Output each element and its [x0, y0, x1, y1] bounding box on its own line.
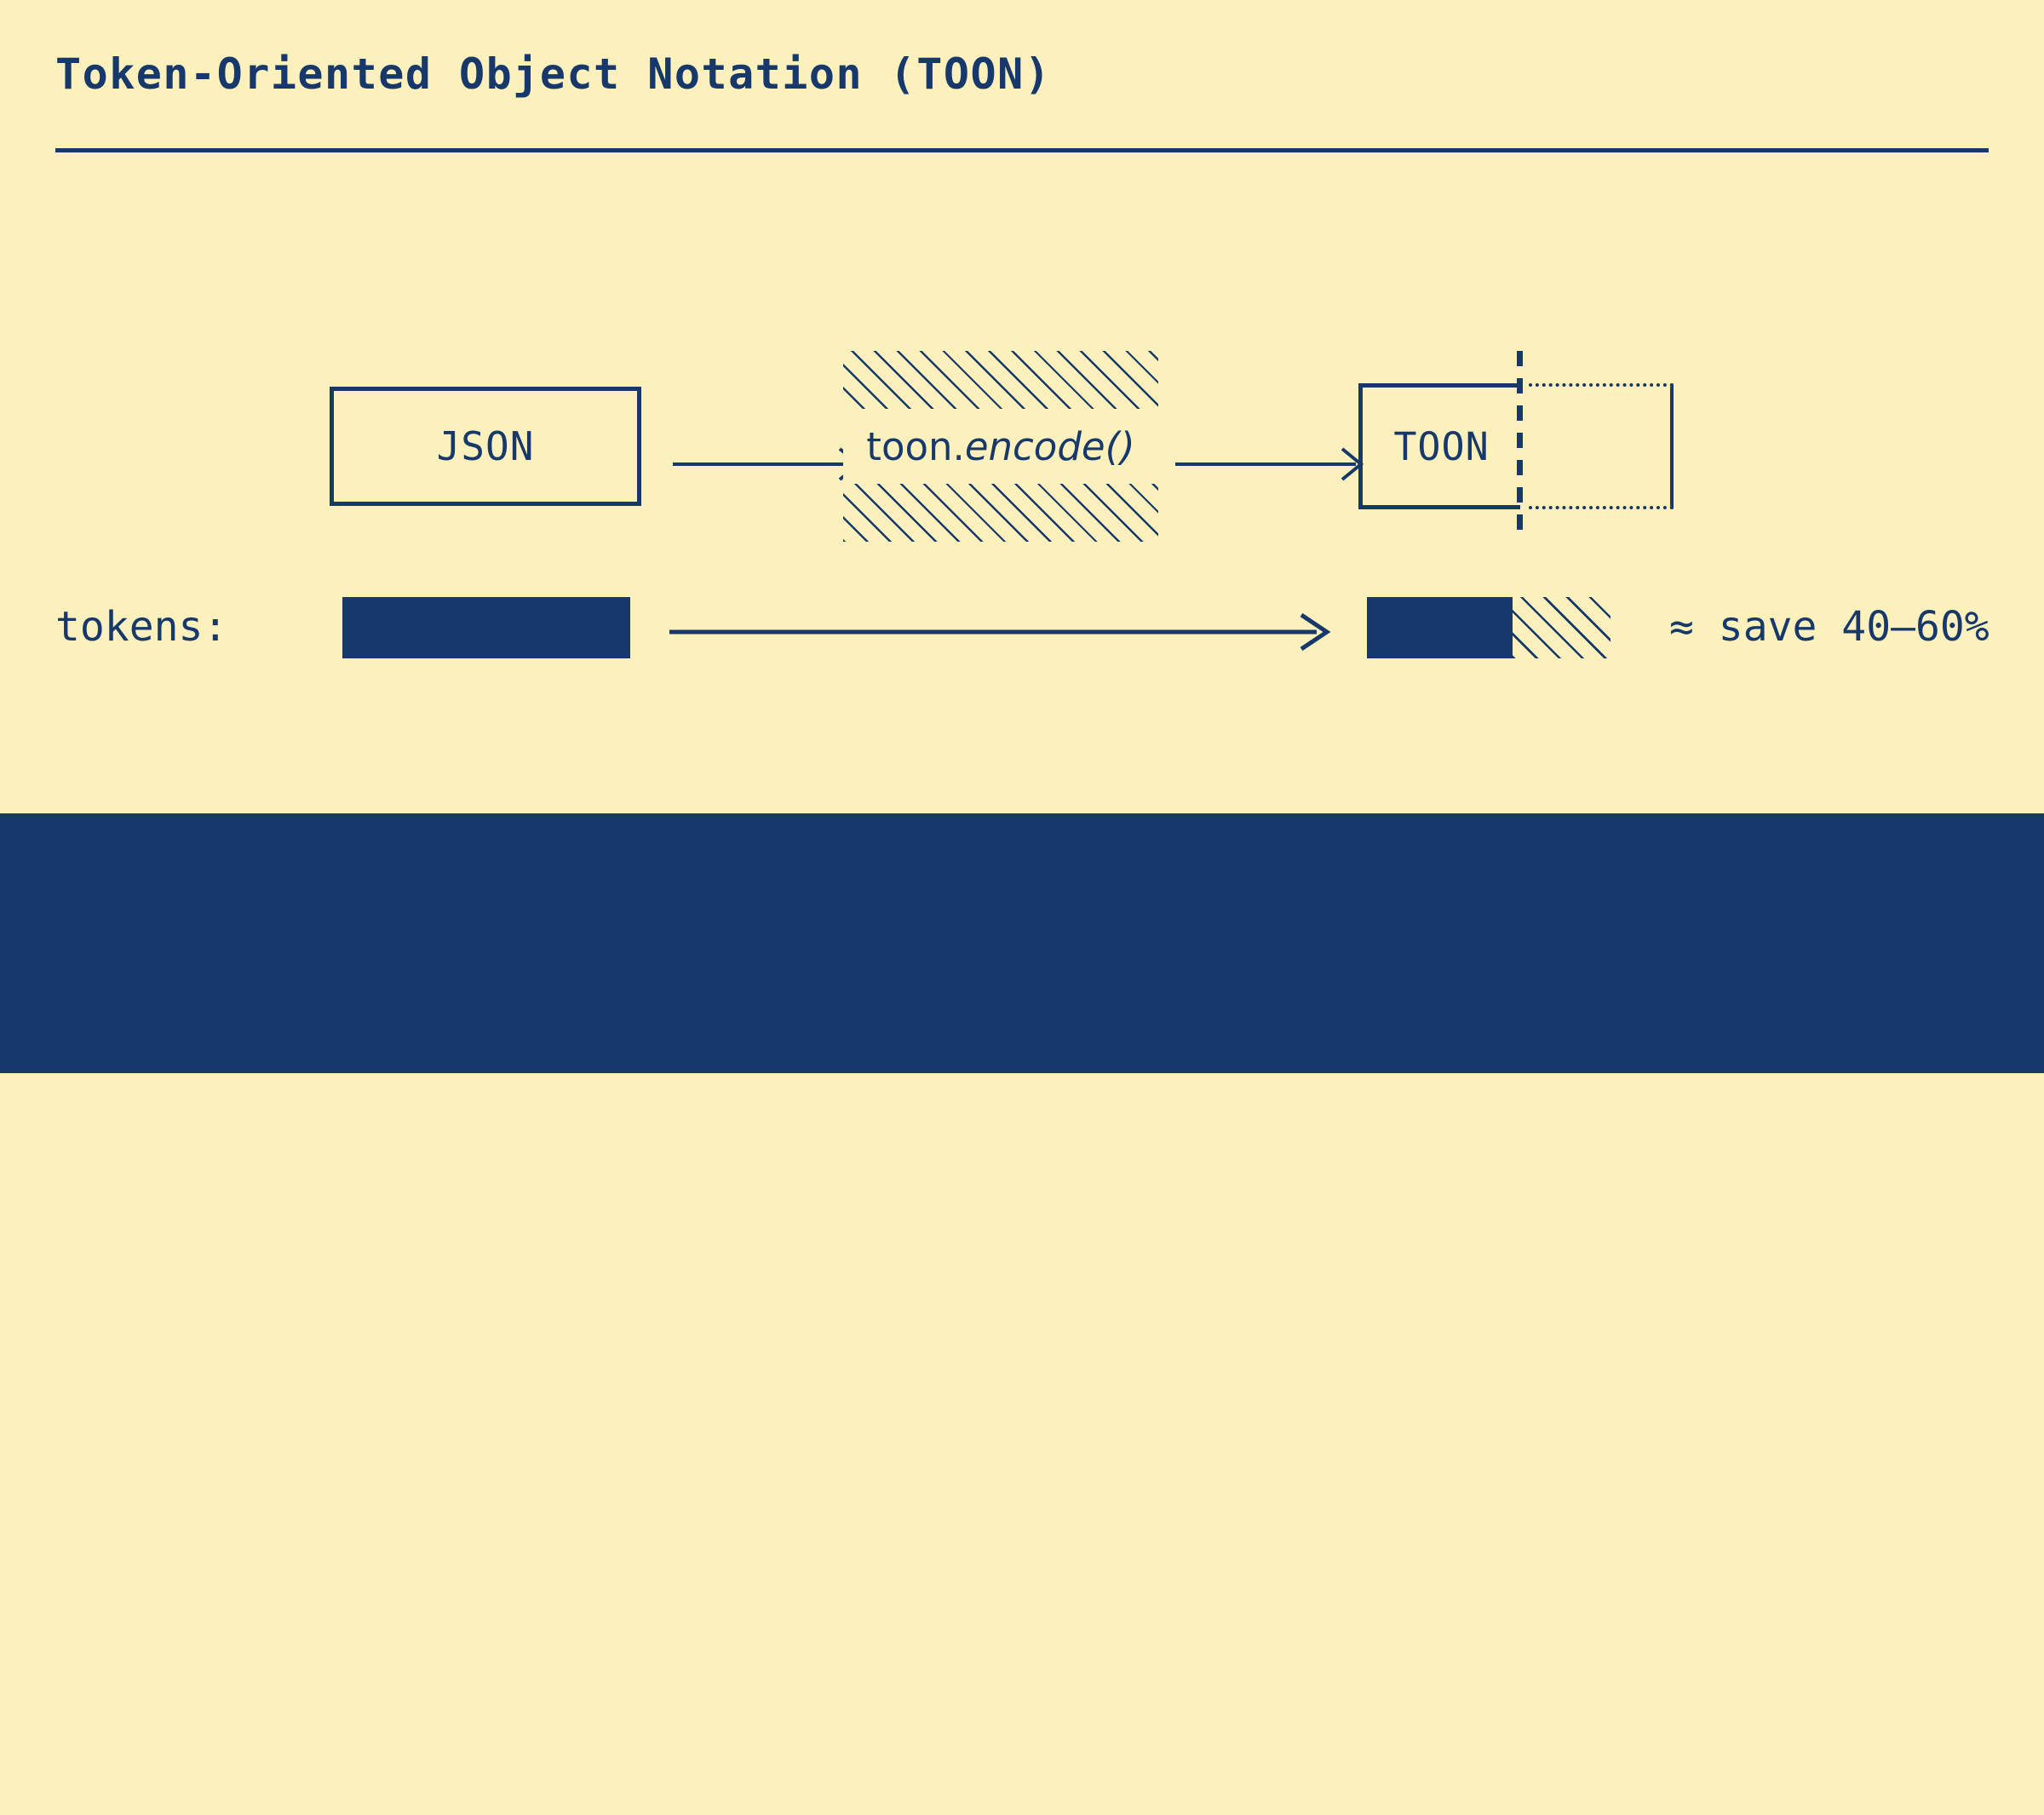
json-source-box-label: JSON [436, 423, 535, 469]
tokens-bar-json [342, 597, 630, 658]
sample-row-json: JSON → { "tags": ["jazz", "chill", "lofi"]… [322, 1699, 1399, 1745]
sample-row-toon-format: TOON [322, 1769, 416, 1815]
title-divider [55, 148, 1989, 152]
toon-target-box-filled: TOON [1358, 383, 1520, 509]
toon-box-dashed-divider [1517, 351, 1523, 542]
hatch-pattern-bottom [843, 480, 1158, 542]
encode-label-namespace: toon. [866, 423, 965, 469]
encode-transform-block: toon.encode() [843, 351, 1158, 542]
page-title: Token-Oriented Object Notation (TOON) [55, 49, 1052, 99]
tokens-bar-toon-used [1367, 597, 1513, 658]
hatch-pattern-top [843, 351, 1158, 412]
encode-label: toon.encode() [843, 409, 1158, 484]
sample-row-json-code: { "tags": ["jazz", "chill", "lofi"] } [526, 1699, 1399, 1745]
sample-panel-label: sample: [55, 1699, 221, 1745]
arrow-tokens-comparison [669, 612, 1331, 652]
savings-label: ≈ save 40–60% [1669, 603, 1989, 651]
tokens-bar-toon [1367, 597, 1611, 658]
toon-target-box: TOON [1358, 351, 1674, 542]
sample-row-toon-code: tags[3]: jazz,chill,lofi [526, 1769, 1093, 1815]
poster-canvas: Token-Oriented Object Notation (TOON) JS… [0, 49, 2044, 1815]
json-source-box: JSON [330, 387, 641, 506]
toon-target-box-label: TOON [1393, 423, 1490, 469]
sample-row-json-format: JSON [322, 1699, 416, 1745]
tokens-bar-toon-saved [1513, 597, 1611, 658]
sample-row-toon-arrow: → [450, 1769, 474, 1815]
tokens-row-label: tokens: [55, 603, 228, 651]
sample-row-json-arrow: → [450, 1699, 474, 1745]
sample-panel: sample: JSON → { "tags": ["jazz", "chill",… [0, 813, 2044, 1815]
sample-row-toon: TOON → tags[3]: jazz,chill,lofi [322, 1769, 1093, 1815]
arrow-encode-to-toon [1175, 447, 1364, 481]
encode-label-function: encode() [964, 423, 1135, 469]
toon-target-box-saved-region [1529, 383, 1674, 509]
